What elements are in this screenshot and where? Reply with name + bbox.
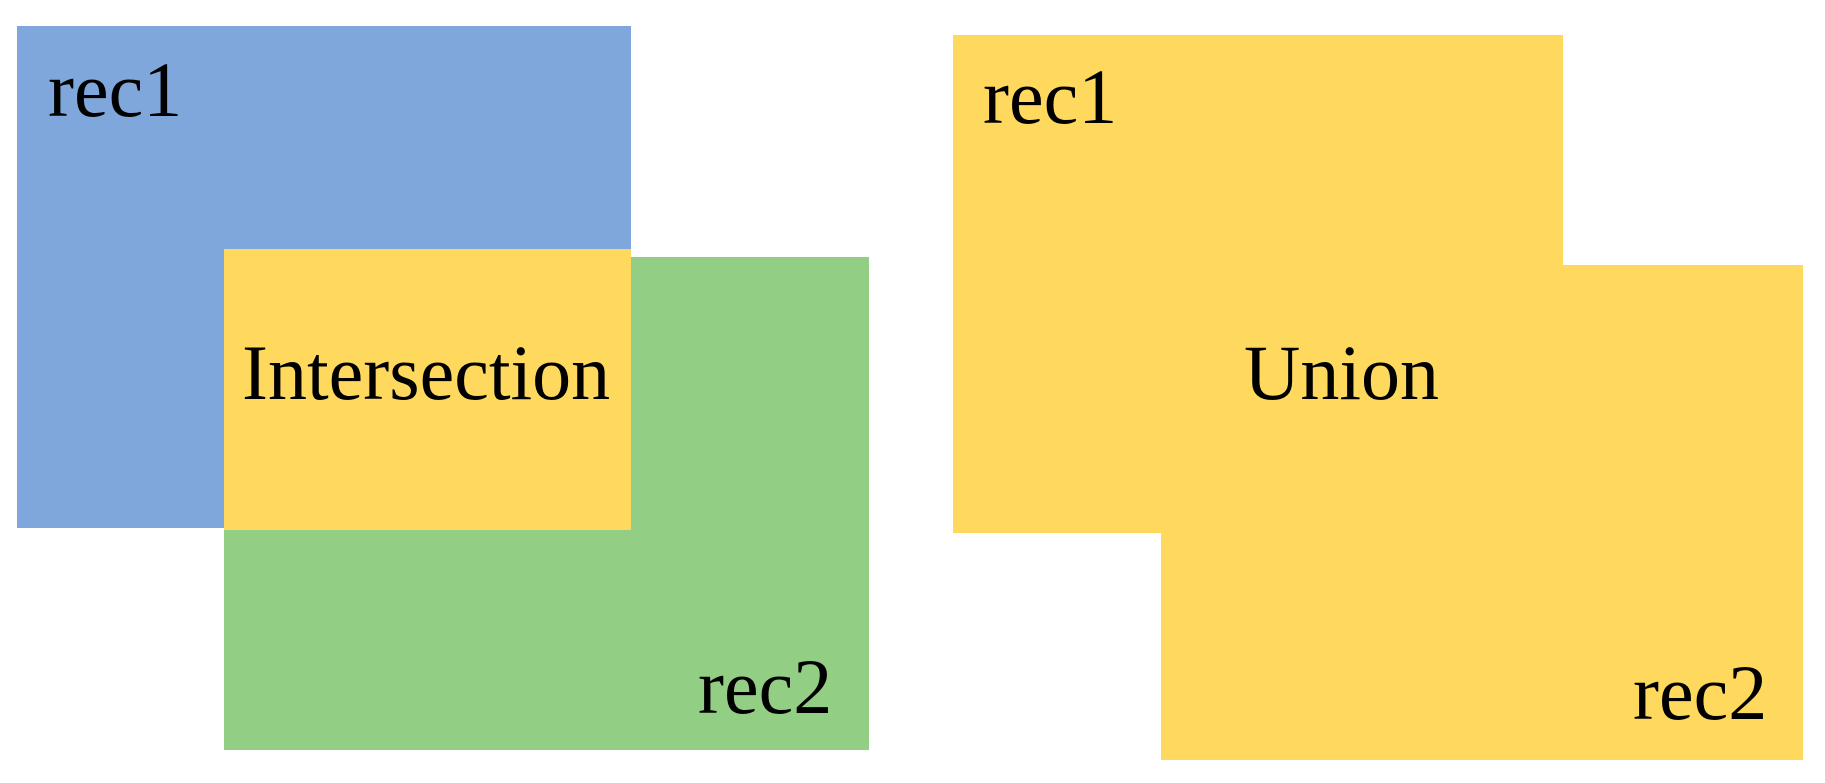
right-rec2-label: rec2 (1633, 649, 1768, 736)
right-rec2-rectangle (1161, 265, 1803, 760)
left-intersection-rectangle (224, 249, 631, 530)
right-union-label: Union (1244, 329, 1439, 416)
left-intersection-label: Intersection (242, 329, 611, 416)
left-rec2-label: rec2 (698, 643, 833, 730)
left-rec1-label: rec1 (48, 46, 183, 133)
right-rec1-label: rec1 (983, 53, 1118, 140)
